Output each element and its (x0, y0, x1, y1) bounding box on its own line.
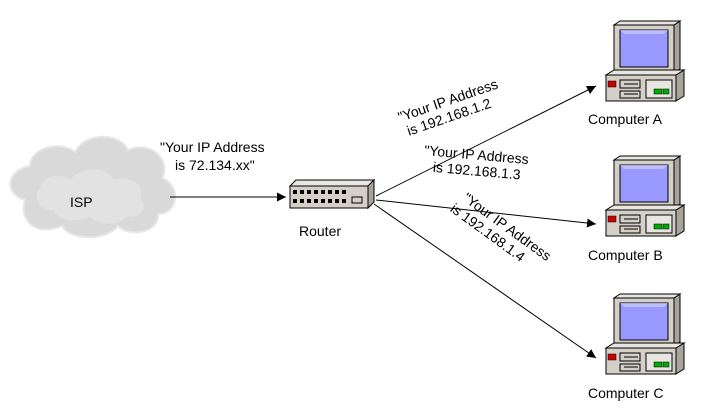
router-b-label-line2: is 192.168.1.3 (432, 159, 521, 183)
computer-a-icon (605, 20, 685, 102)
computer-a-label: Computer A (588, 111, 663, 127)
router-computer-b-link (375, 199, 597, 228)
isp-router-label-line1: "Your IP Address (160, 139, 265, 155)
computer-c-icon (605, 293, 685, 375)
router-a-link-label: "Your IP Address is 192.168.1.2 (396, 76, 500, 139)
router-icon (288, 178, 376, 210)
router-b-link-label: "Your IP Address is 192.168.1.3 (424, 142, 530, 183)
isp-cloud (9, 135, 177, 239)
computer-b-label: Computer B (588, 247, 663, 263)
isp-router-link-label: "Your IP Address is 72.134.xx" (160, 139, 265, 173)
isp-router-label-line2: is 72.134.xx" (175, 157, 255, 173)
computer-c-label: Computer C (588, 385, 663, 401)
isp-label: ISP (70, 194, 93, 210)
router-c-link-label: "Your IP Address is 192.168.1.4 (448, 189, 555, 264)
router-label: Router (299, 223, 341, 239)
router-computer-a-link (375, 85, 597, 197)
router-computer-c-link (373, 203, 597, 359)
computer-b-icon (605, 155, 685, 237)
